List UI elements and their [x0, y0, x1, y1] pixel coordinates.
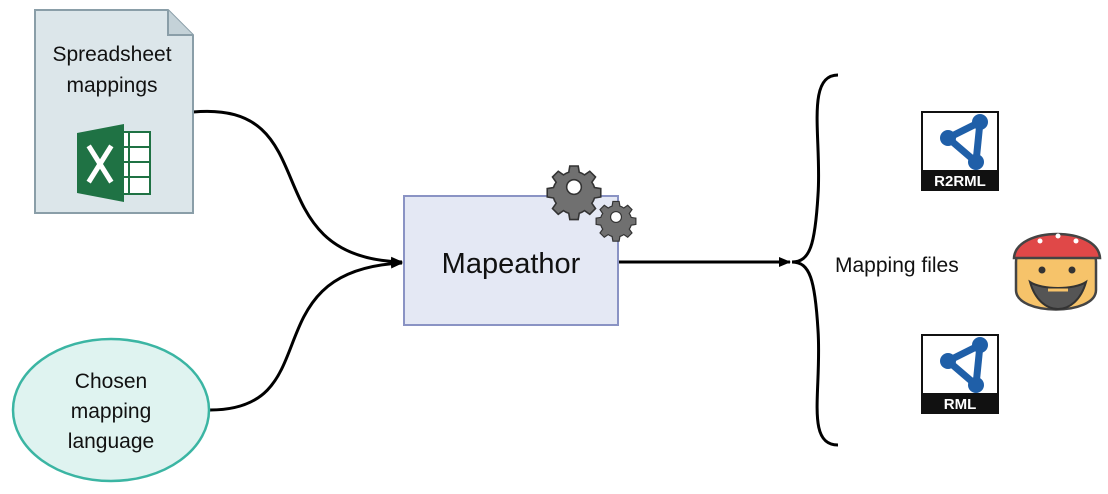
- r2rml-badge: R2RML: [934, 173, 986, 190]
- mapeathor-node: Mapeathor: [403, 195, 619, 326]
- r2rml-file-icon: R2RML: [921, 111, 999, 191]
- rml-file-icon: RML: [921, 334, 999, 414]
- language-label-line3: language: [68, 430, 154, 453]
- connector-spreadsheet-to-mapeathor: [192, 109, 403, 267]
- language-node: Chosen mapping language: [11, 337, 211, 483]
- spreadsheet-label-line1: Spreadsheet: [52, 43, 171, 66]
- language-label-line2: mapping: [71, 400, 152, 423]
- output-brace: [791, 73, 839, 447]
- spreadsheet-label-line2: mappings: [66, 74, 157, 97]
- pirate-mascot-icon: [1012, 232, 1102, 311]
- rml-badge: RML: [944, 396, 977, 413]
- connector-language-to-mapeathor: [209, 258, 403, 412]
- spreadsheet-document: Spreadsheet mappings: [34, 9, 194, 214]
- output-label: Mapping files: [835, 254, 959, 277]
- language-label-line1: Chosen: [75, 370, 147, 393]
- rdf-graph-icon: [940, 337, 988, 393]
- rdf-graph-icon: [940, 114, 988, 170]
- mapeathor-label: Mapeathor: [442, 248, 581, 280]
- excel-icon: [77, 124, 151, 202]
